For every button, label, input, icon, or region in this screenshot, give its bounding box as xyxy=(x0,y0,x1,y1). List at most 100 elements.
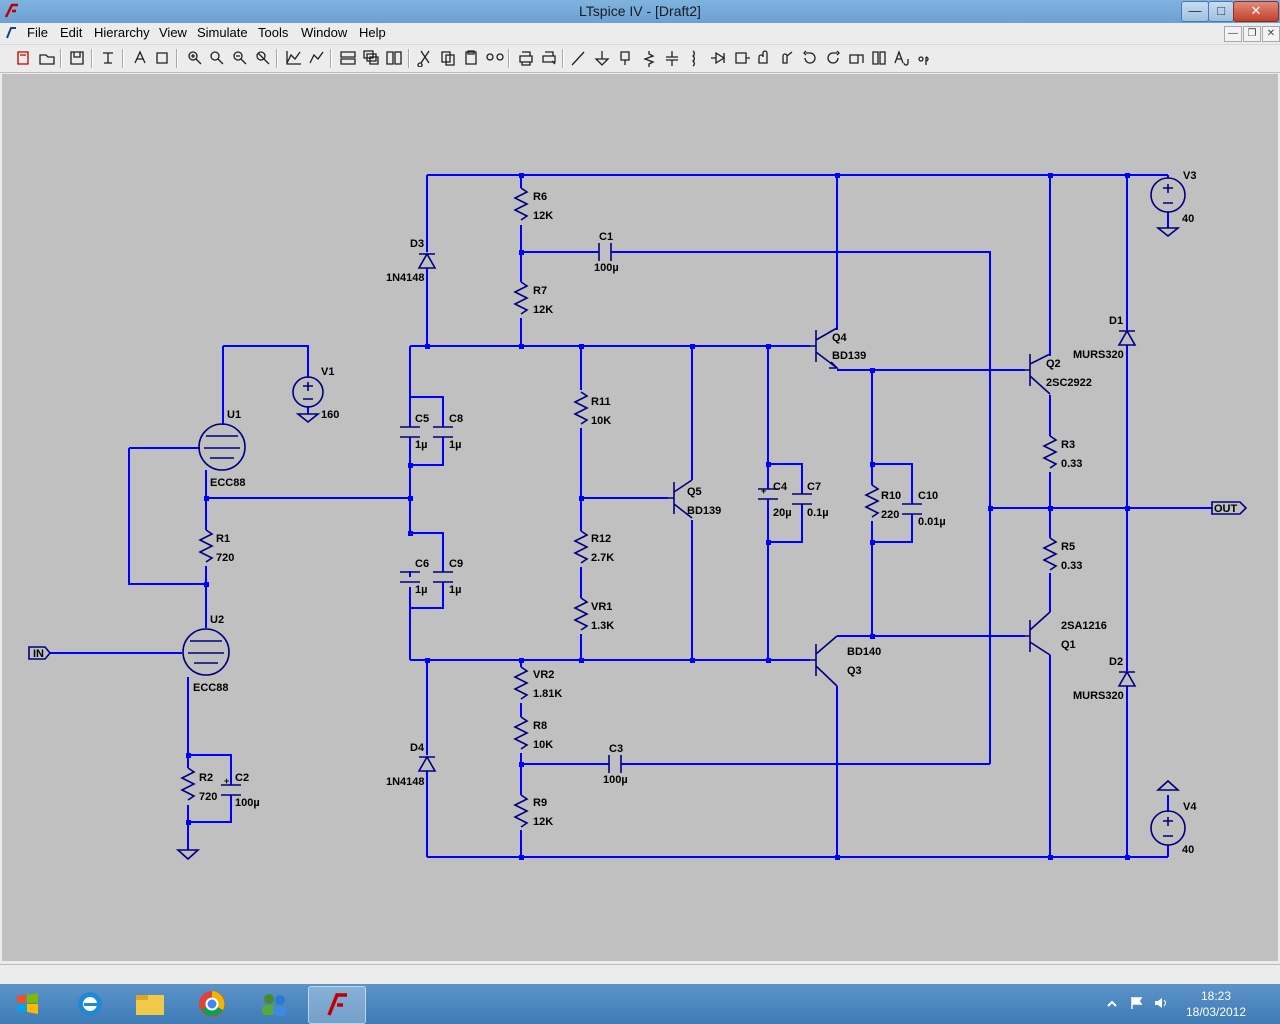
mdi-minimize-button[interactable]: — xyxy=(1224,26,1242,42)
print-preview-icon[interactable] xyxy=(540,49,558,67)
action-center-flag-icon[interactable] xyxy=(1130,996,1144,1010)
menu-file[interactable]: File xyxy=(27,25,48,40)
toolbar-separator xyxy=(91,49,93,68)
value-r7: 12K xyxy=(533,304,553,316)
new-schematic-icon[interactable] xyxy=(15,49,33,67)
messenger-icon[interactable] xyxy=(246,986,302,1022)
value-c3: 100µ xyxy=(603,774,628,786)
ref-r3: R3 xyxy=(1061,439,1075,451)
tile-vertical-icon[interactable] xyxy=(385,49,403,67)
ref-u2: U2 xyxy=(210,614,224,626)
waveform-icon[interactable] xyxy=(285,49,303,67)
undo-icon[interactable] xyxy=(801,49,819,67)
mdi-restore-button[interactable]: ❐ xyxy=(1243,26,1261,42)
cascade-icon[interactable] xyxy=(362,49,380,67)
value-r6: 12K xyxy=(533,210,553,222)
internet-explorer-icon[interactable] xyxy=(62,986,118,1022)
ref-r8: R8 xyxy=(533,720,547,732)
toolbar-separator xyxy=(60,49,62,68)
save-icon[interactable] xyxy=(68,49,86,67)
start-icon[interactable] xyxy=(0,986,56,1022)
zoom-pan-icon[interactable] xyxy=(208,49,226,67)
capacitor-icon[interactable] xyxy=(663,49,681,67)
menu-edit[interactable]: Edit xyxy=(60,25,83,40)
run-icon[interactable] xyxy=(131,49,149,67)
halt-icon[interactable] xyxy=(153,49,171,67)
clock-time[interactable]: 18:23 xyxy=(1200,989,1232,1003)
resistor-icon[interactable] xyxy=(640,49,658,67)
show-hidden-icons-icon[interactable] xyxy=(1106,998,1118,1010)
component-icon[interactable] xyxy=(733,49,751,67)
move-icon[interactable] xyxy=(755,49,773,67)
ref-vr2: VR2 xyxy=(533,669,554,681)
menu-view[interactable]: View xyxy=(159,25,187,40)
ref-r12: R12 xyxy=(591,533,611,545)
ref-vr1: VR1 xyxy=(591,601,612,613)
resistor-symbols xyxy=(180,187,1058,828)
ref-d4: D4 xyxy=(410,742,425,754)
ref-c3: C3 xyxy=(609,743,623,755)
zoom-out-icon[interactable] xyxy=(231,49,249,67)
schematic-canvas[interactable]: + + OUT xyxy=(2,74,1278,961)
redo-icon[interactable] xyxy=(824,49,842,67)
ref-d2: D2 xyxy=(1109,656,1123,668)
ref-r11: R11 xyxy=(591,396,611,408)
clock-date[interactable]: 18/03/2012 xyxy=(1185,1005,1247,1019)
value-vr2: 1.81K xyxy=(533,688,562,700)
cut-icon[interactable] xyxy=(416,49,434,67)
window-title: LTspice IV - [Draft2] xyxy=(579,3,701,19)
value-d1: MURS320 xyxy=(1073,349,1124,361)
spice-directive-icon[interactable] xyxy=(916,49,934,67)
minimize-button[interactable]: — xyxy=(1181,1,1209,22)
diode-icon[interactable] xyxy=(709,49,727,67)
maximize-button[interactable]: □ xyxy=(1208,1,1234,22)
chrome-icon[interactable] xyxy=(184,986,240,1022)
control-panel-icon[interactable] xyxy=(99,49,117,67)
open-icon[interactable] xyxy=(38,49,56,67)
tube-symbols xyxy=(182,423,246,676)
tile-horizontal-icon[interactable] xyxy=(339,49,357,67)
inductor-icon[interactable] xyxy=(686,49,704,67)
close-button[interactable]: ✕ xyxy=(1233,1,1279,22)
value-c5: 1µ xyxy=(415,439,427,451)
menu-hierarchy[interactable]: Hierarchy xyxy=(94,25,150,40)
text-icon[interactable] xyxy=(893,49,911,67)
ref-r2: R2 xyxy=(199,772,213,784)
port-labels: OUT IN xyxy=(28,501,1248,660)
ref-r9: R9 xyxy=(533,797,547,809)
copy-icon[interactable] xyxy=(439,49,457,67)
zoom-in-icon[interactable] xyxy=(186,49,204,67)
value-c1: 100µ xyxy=(594,262,619,274)
zoom-fit-icon[interactable] xyxy=(254,49,272,67)
schematic-drawing[interactable]: + + OUT xyxy=(2,74,1278,961)
menu-simulate[interactable]: Simulate xyxy=(197,25,248,40)
auto-scale-icon[interactable] xyxy=(308,49,326,67)
document-icon[interactable] xyxy=(4,26,18,40)
ref-r10: R10 xyxy=(881,490,901,502)
find-icon[interactable] xyxy=(486,49,504,67)
menu-window[interactable]: Window xyxy=(301,25,348,40)
menu-help[interactable]: Help xyxy=(359,25,386,40)
ref-v4: V4 xyxy=(1183,801,1197,813)
toolbar-separator xyxy=(508,49,510,68)
volume-icon[interactable] xyxy=(1154,996,1168,1010)
ltspice-icon[interactable] xyxy=(308,986,366,1024)
toolbar-separator xyxy=(176,49,178,68)
print-icon[interactable] xyxy=(517,49,535,67)
drag-icon[interactable] xyxy=(778,49,796,67)
wire-icon[interactable] xyxy=(570,49,588,67)
value-c2: 100µ xyxy=(235,797,260,809)
value-q5: BD139 xyxy=(687,505,721,517)
label-net-icon[interactable] xyxy=(616,49,634,67)
rotate-icon[interactable] xyxy=(847,49,865,67)
ground-icon[interactable] xyxy=(593,49,611,67)
ref-r5: R5 xyxy=(1061,541,1075,553)
value-v3: 40 xyxy=(1182,213,1194,225)
mdi-close-button[interactable]: ✕ xyxy=(1262,26,1280,42)
mirror-icon[interactable] xyxy=(870,49,888,67)
value-u2: ECC88 xyxy=(193,682,228,694)
paste-icon[interactable] xyxy=(462,49,480,67)
value-q3: BD140 xyxy=(847,646,881,658)
menu-tools[interactable]: Tools xyxy=(258,25,289,40)
file-explorer-icon[interactable] xyxy=(122,986,178,1022)
